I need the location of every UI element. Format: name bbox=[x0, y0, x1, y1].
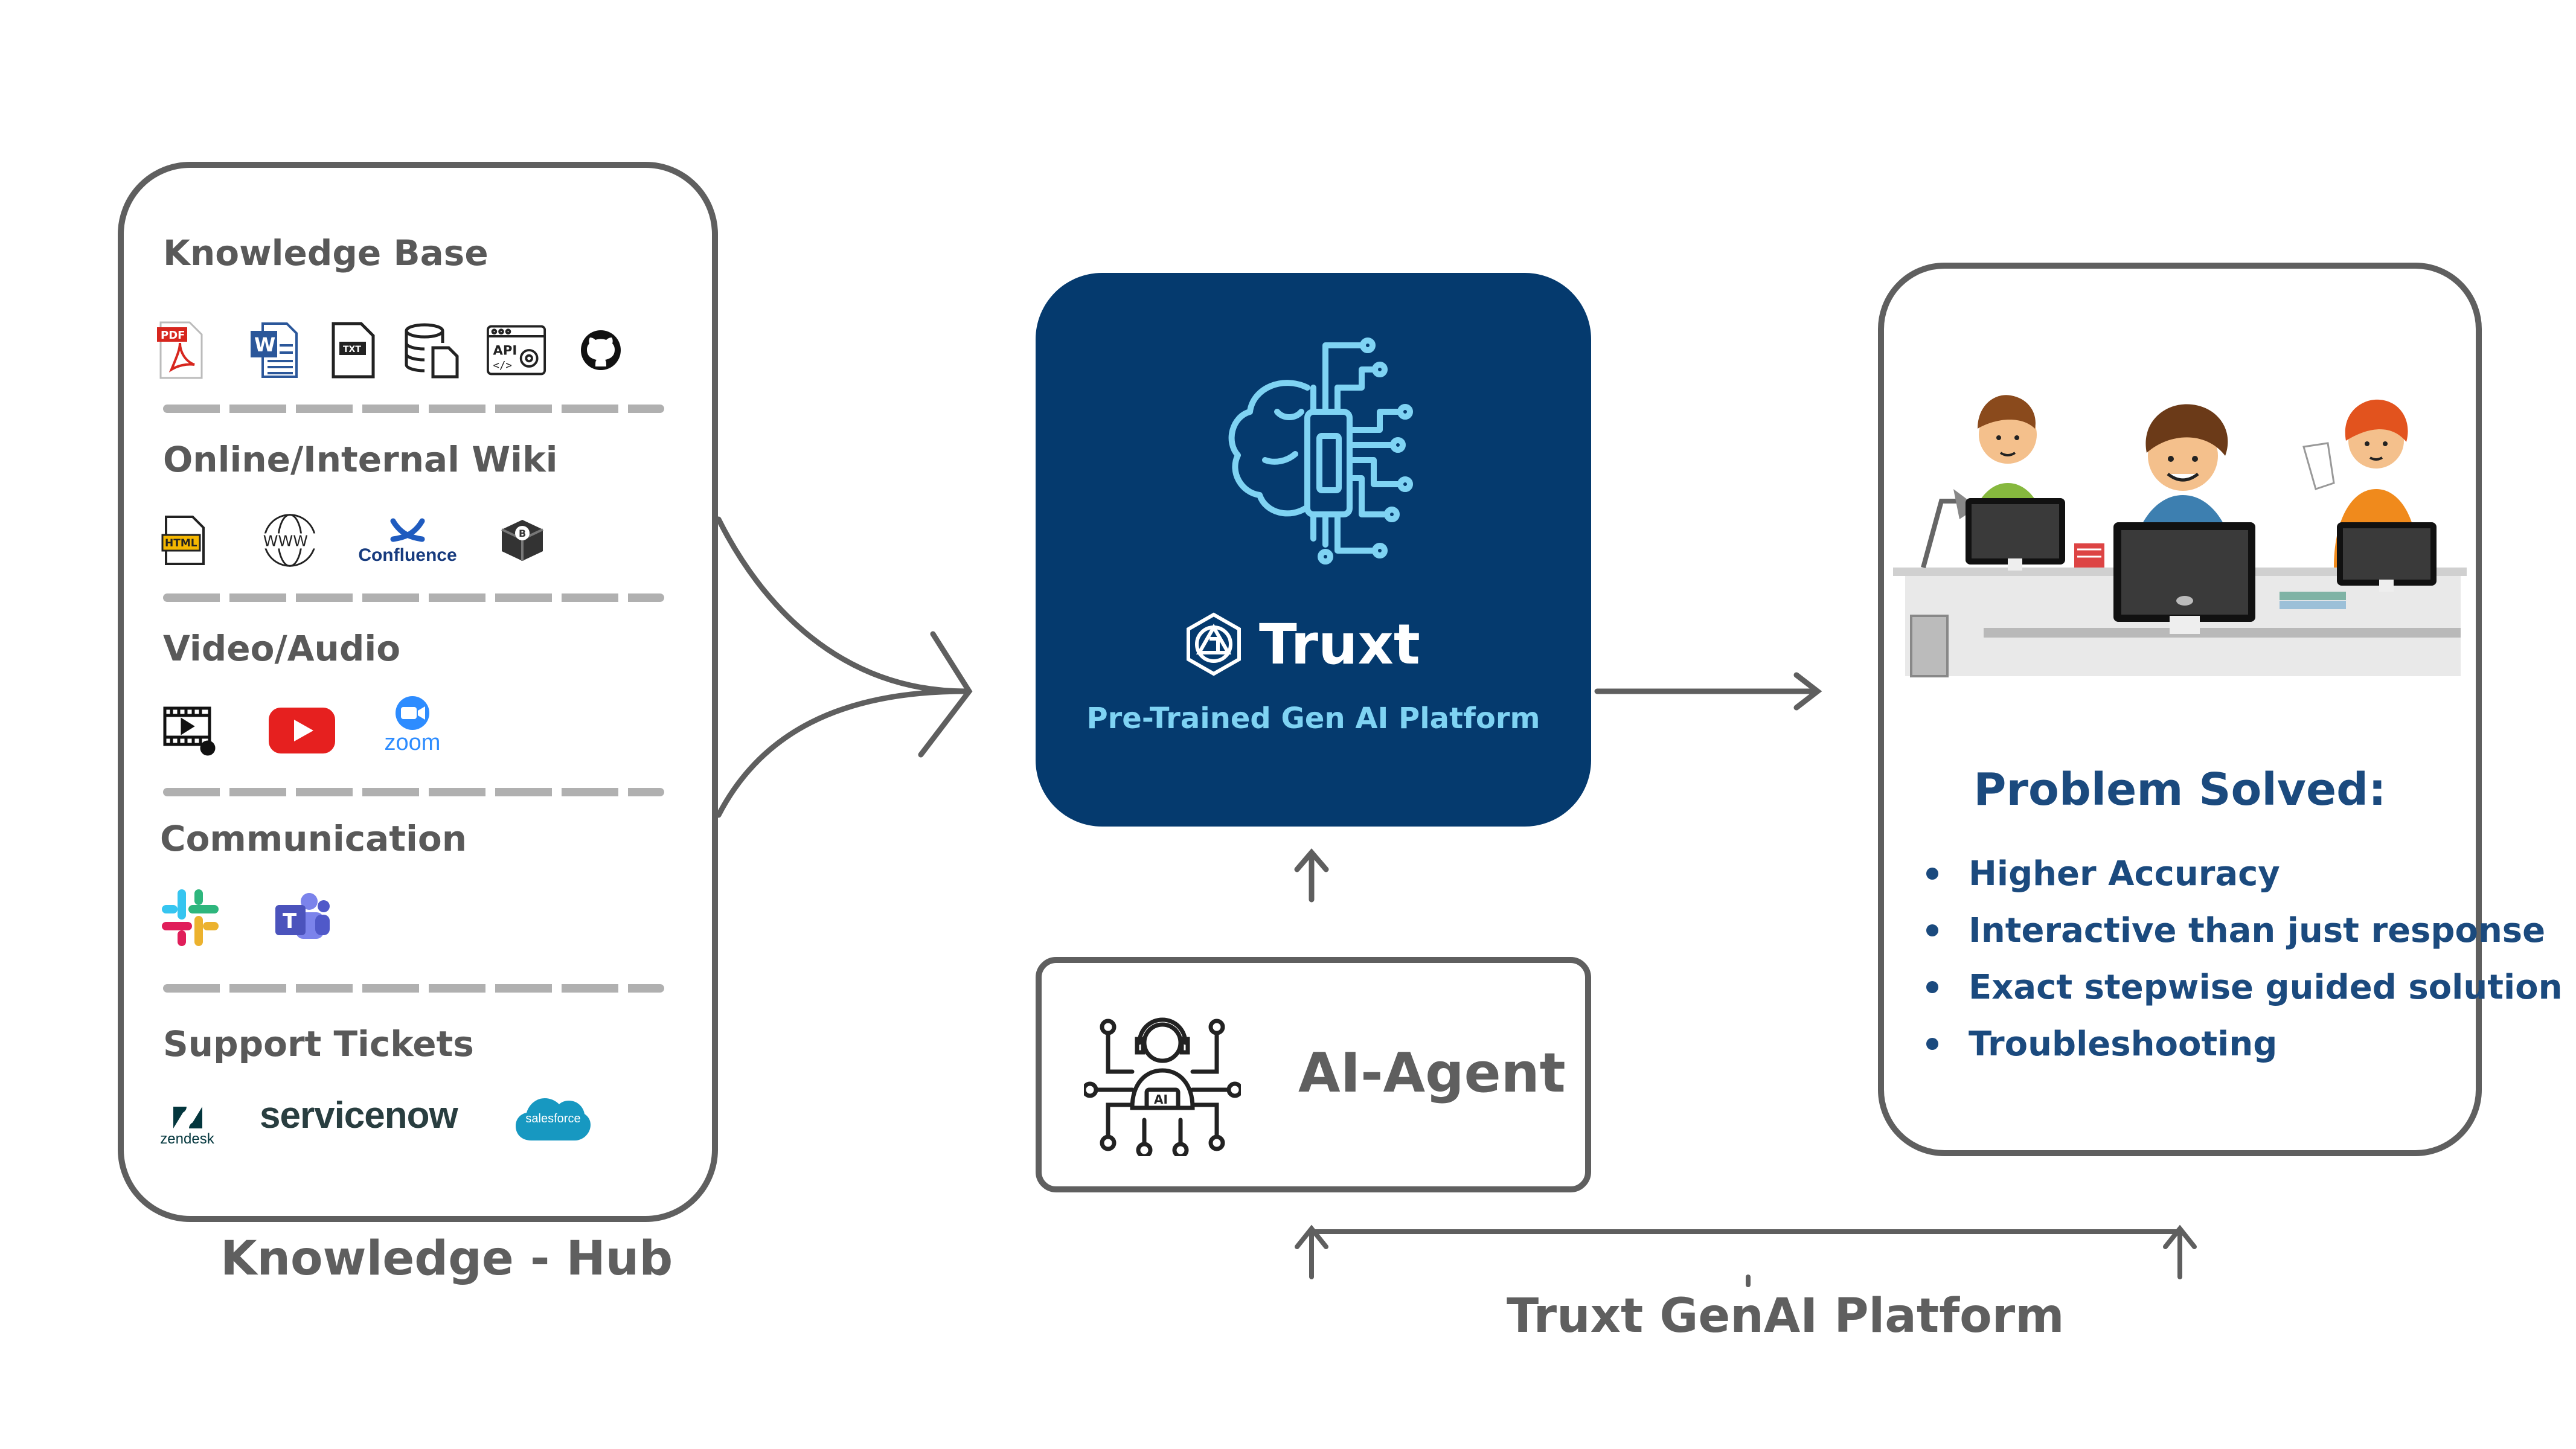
bullet-dot bbox=[1926, 1038, 1938, 1050]
hub-to-platform-arrowhead bbox=[918, 631, 973, 758]
svg-text:PDF: PDF bbox=[161, 329, 185, 342]
list-item-text: Higher Accuracy bbox=[1969, 854, 2280, 894]
servicenow-icon: servicenow bbox=[260, 1094, 458, 1137]
list-item-text: Exact stepwise guided solution bbox=[1969, 967, 2563, 1007]
platform-to-result-arrow bbox=[1594, 672, 1822, 711]
github-icon bbox=[571, 320, 631, 380]
svg-text:HTML: HTML bbox=[165, 537, 197, 549]
list-item: Interactive than just response bbox=[1926, 902, 2563, 959]
storage-box-icon: B bbox=[492, 510, 553, 571]
section-title-communication: Communication bbox=[160, 818, 467, 859]
section-title-support-tickets: Support Tickets bbox=[163, 1023, 474, 1064]
svg-text:B: B bbox=[519, 528, 526, 539]
svg-text:T: T bbox=[283, 909, 297, 933]
video-player-icon bbox=[160, 700, 220, 761]
list-item: Troubleshooting bbox=[1926, 1016, 2563, 1072]
hub-to-platform-curve-top bbox=[716, 516, 969, 694]
svg-text:API: API bbox=[493, 343, 517, 358]
section-title-knowledge-base: Knowledge Base bbox=[163, 232, 489, 273]
section-divider bbox=[163, 788, 664, 796]
zendesk-label: zendesk bbox=[160, 1131, 214, 1147]
hub-to-platform-curve-bottom bbox=[716, 688, 969, 818]
ai-brain-chip-icon bbox=[1228, 337, 1413, 565]
svg-text:W: W bbox=[254, 333, 275, 356]
section-title-video-audio: Video/Audio bbox=[163, 628, 401, 669]
teams-icon: T bbox=[272, 888, 332, 948]
salesforce-icon: salesforce bbox=[513, 1092, 592, 1152]
platform-tagline: Pre-Trained Gen AI Platform bbox=[1086, 702, 1540, 735]
problem-solved-list: Higher Accuracy Interactive than just re… bbox=[1926, 845, 2563, 1072]
truxt-brand: Truxt bbox=[1181, 611, 1420, 677]
database-icon bbox=[402, 320, 462, 380]
section-divider bbox=[163, 405, 664, 413]
svg-text:WWW: WWW bbox=[263, 533, 308, 550]
confluence-label: Confluence bbox=[358, 545, 457, 565]
bullet-dot bbox=[1926, 868, 1938, 880]
pdf-icon: PDF bbox=[151, 320, 211, 380]
www-globe-icon: WWW bbox=[260, 510, 320, 571]
office-team-illustration bbox=[1893, 395, 2467, 677]
confluence-icon: Confluence bbox=[356, 510, 459, 571]
list-item: Higher Accuracy bbox=[1926, 845, 2563, 902]
slack-icon bbox=[160, 888, 220, 948]
txt-file-icon: TXT bbox=[323, 320, 383, 380]
section-title-online-wiki: Online/Internal Wiki bbox=[163, 439, 558, 480]
servicenow-label: servicenow bbox=[260, 1095, 458, 1136]
api-settings-icon: API </> bbox=[486, 320, 546, 380]
ai-agent-box: AI AI-Agent bbox=[1036, 957, 1591, 1192]
truxt-logo-icon bbox=[1187, 612, 1241, 676]
bullet-dot bbox=[1926, 924, 1938, 936]
problem-solved-heading: Problem Solved: bbox=[1973, 764, 2386, 816]
knowledge-hub-panel bbox=[118, 162, 718, 1222]
list-item-text: Interactive than just response bbox=[1969, 910, 2546, 950]
list-item: Exact stepwise guided solution bbox=[1926, 959, 2563, 1016]
word-doc-icon: W bbox=[245, 320, 305, 380]
bullet-dot bbox=[1926, 981, 1938, 993]
ai-agent-label: AI-Agent bbox=[1298, 1041, 1566, 1105]
svg-text:TXT: TXT bbox=[343, 345, 361, 354]
section-divider bbox=[163, 984, 664, 993]
truxt-platform-box: Truxt Pre-Trained Gen AI Platform bbox=[1036, 273, 1591, 827]
zoom-icon: zoom bbox=[373, 694, 452, 755]
knowledge-hub-caption: Knowledge - Hub bbox=[220, 1232, 673, 1286]
platform-bracket bbox=[1295, 1224, 2197, 1287]
ai-agent-robot-icon: AI bbox=[1084, 1017, 1241, 1156]
ai-chip-label: AI bbox=[1154, 1092, 1168, 1107]
salesforce-label: salesforce bbox=[525, 1112, 581, 1125]
section-divider bbox=[163, 593, 664, 602]
youtube-icon bbox=[266, 700, 338, 761]
zendesk-icon: zendesk bbox=[157, 1096, 217, 1156]
html-file-icon: HTML bbox=[154, 510, 214, 571]
svg-text:</>: </> bbox=[493, 360, 512, 372]
genai-platform-caption: Truxt GenAI Platform bbox=[1507, 1289, 2065, 1343]
list-item-text: Troubleshooting bbox=[1969, 1024, 2278, 1064]
truxt-wordmark: Truxt bbox=[1259, 612, 1420, 677]
zoom-label: zoom bbox=[384, 730, 441, 755]
agent-to-platform-arrow bbox=[1294, 848, 1329, 903]
